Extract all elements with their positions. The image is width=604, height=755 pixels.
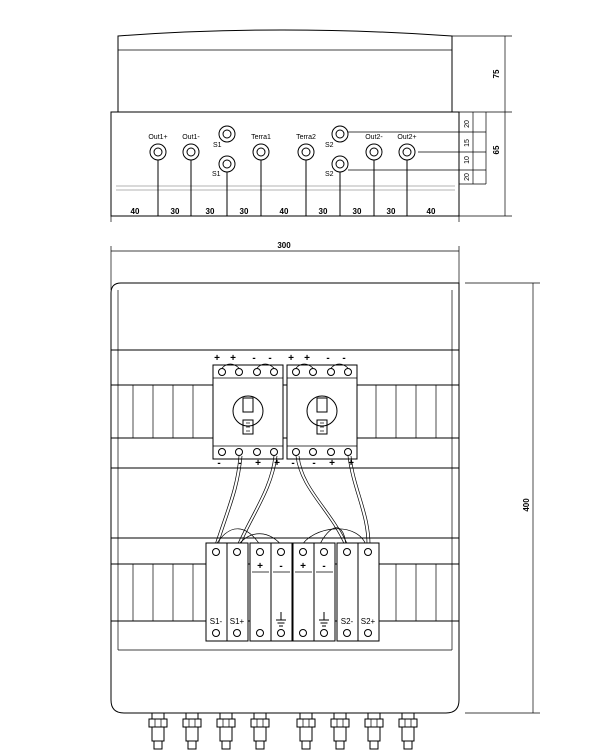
gland-s2-top: S2 bbox=[325, 125, 349, 149]
gland-s1-bottom: S1 bbox=[212, 155, 236, 216]
gland-out1-plus: Out1+ bbox=[148, 134, 168, 216]
spacing-dim-9: 40 bbox=[427, 207, 436, 216]
spacing-dim-3: 30 bbox=[206, 207, 215, 216]
svg-text:S2: S2 bbox=[325, 171, 334, 178]
svg-text:-: - bbox=[252, 353, 255, 364]
surge-protector-2: + - bbox=[292, 542, 336, 642]
svg-text:Out1-: Out1- bbox=[182, 134, 200, 141]
lid-outline bbox=[117, 29, 453, 113]
switch-2-knob bbox=[306, 395, 338, 427]
spacing-dim-6: 30 bbox=[319, 207, 328, 216]
svg-text:S2: S2 bbox=[325, 142, 334, 149]
svg-text:+: + bbox=[255, 458, 261, 469]
mid-a-dim: 15 bbox=[464, 139, 471, 147]
spacing-dim-4: 30 bbox=[240, 207, 249, 216]
svg-text:S1: S1 bbox=[213, 142, 222, 149]
svg-text:+: + bbox=[274, 458, 280, 469]
gland-terra2: Terra2 bbox=[296, 134, 316, 216]
side-view: 75 65 20 15 10 20 Out1+ Out1- S1 bbox=[110, 29, 512, 222]
dc-isolator-switch-2: + + - - - - + + bbox=[286, 353, 358, 469]
gland-out2-minus: Out2- bbox=[365, 134, 383, 216]
width-dim: 300 bbox=[277, 241, 291, 250]
svg-text:-: - bbox=[342, 353, 345, 364]
svg-text:-: - bbox=[238, 458, 241, 469]
svg-text:+: + bbox=[230, 353, 236, 364]
body-outline bbox=[110, 111, 460, 217]
terminal-block-s2-minus: S2- bbox=[336, 542, 359, 642]
gland-terra1: Terra1 bbox=[251, 134, 271, 216]
bottom-gland-7 bbox=[364, 712, 384, 750]
gland-out1-minus: Out1- bbox=[182, 134, 200, 216]
spacing-dimensions: 40 30 30 30 40 30 30 30 40 bbox=[110, 207, 460, 222]
bottom-gland-1 bbox=[148, 712, 168, 750]
terminal-block-s2-plus: S2+ bbox=[357, 542, 380, 642]
bottom-gland-8 bbox=[398, 712, 418, 750]
bottom-gland-5 bbox=[296, 712, 316, 750]
gland-out2-plus: Out2+ bbox=[397, 134, 417, 216]
front-view: 300 400 bbox=[110, 241, 540, 750]
terminal-block-s1-plus: S1+ bbox=[226, 542, 249, 642]
terminal-block-s1-minus: S1- bbox=[205, 542, 228, 642]
lid-height-dim: 75 bbox=[492, 69, 501, 78]
ground-icon-2 bbox=[319, 612, 329, 627]
svg-text:+: + bbox=[257, 561, 263, 572]
mid-b-dim: 10 bbox=[464, 156, 471, 164]
bottom-gland-2 bbox=[182, 712, 202, 750]
spacing-dim-7: 30 bbox=[353, 207, 362, 216]
wiring bbox=[213, 455, 371, 549]
height-dim: 400 bbox=[522, 498, 531, 512]
spacing-dim-8: 30 bbox=[387, 207, 396, 216]
svg-text:+: + bbox=[300, 561, 306, 572]
gland-s1-top: S1 bbox=[213, 125, 236, 149]
bottom-gland-4 bbox=[250, 712, 270, 750]
bottom-gap-dim: 20 bbox=[464, 173, 471, 181]
svg-text:-: - bbox=[217, 458, 220, 469]
svg-text:+: + bbox=[304, 353, 310, 364]
front-enclosure-outline bbox=[110, 282, 460, 714]
svg-text:S2-: S2- bbox=[341, 617, 354, 626]
spacing-dim-1: 40 bbox=[131, 207, 140, 216]
svg-text:+: + bbox=[288, 353, 294, 364]
svg-text:-: - bbox=[291, 458, 294, 469]
svg-text:+: + bbox=[348, 458, 354, 469]
svg-text:S2+: S2+ bbox=[361, 617, 376, 626]
ground-icon-1 bbox=[276, 612, 286, 627]
body-height-dim: 65 bbox=[492, 145, 501, 154]
svg-text:-: - bbox=[279, 561, 282, 572]
gland-s2-bottom: S2 bbox=[325, 155, 349, 216]
svg-text:Terra2: Terra2 bbox=[296, 134, 316, 141]
svg-text:S1: S1 bbox=[212, 171, 221, 178]
spacing-dim-5: 40 bbox=[280, 207, 289, 216]
svg-text:-: - bbox=[312, 458, 315, 469]
svg-text:S1+: S1+ bbox=[230, 617, 245, 626]
switch-1-knob bbox=[232, 395, 264, 427]
top-gap-dim: 20 bbox=[464, 120, 471, 128]
svg-text:+: + bbox=[214, 353, 220, 364]
svg-text:Out1+: Out1+ bbox=[148, 134, 167, 141]
bottom-gland-6 bbox=[330, 712, 350, 750]
svg-text:+: + bbox=[329, 458, 335, 469]
bottom-gland-3 bbox=[216, 712, 236, 750]
svg-text:S1-: S1- bbox=[210, 617, 223, 626]
svg-text:Out2+: Out2+ bbox=[397, 134, 416, 141]
svg-text:-: - bbox=[322, 561, 325, 572]
surge-protector-1: + - bbox=[249, 542, 293, 642]
din-rail-upper bbox=[111, 349, 459, 469]
svg-text:-: - bbox=[326, 353, 329, 364]
dc-isolator-switch-1: + + - - - - + + bbox=[212, 353, 284, 469]
svg-text:Terra1: Terra1 bbox=[251, 134, 271, 141]
spacing-dim-2: 30 bbox=[171, 207, 180, 216]
svg-text:Out2-: Out2- bbox=[365, 134, 383, 141]
svg-text:-: - bbox=[268, 353, 271, 364]
bottom-glands bbox=[148, 712, 418, 750]
